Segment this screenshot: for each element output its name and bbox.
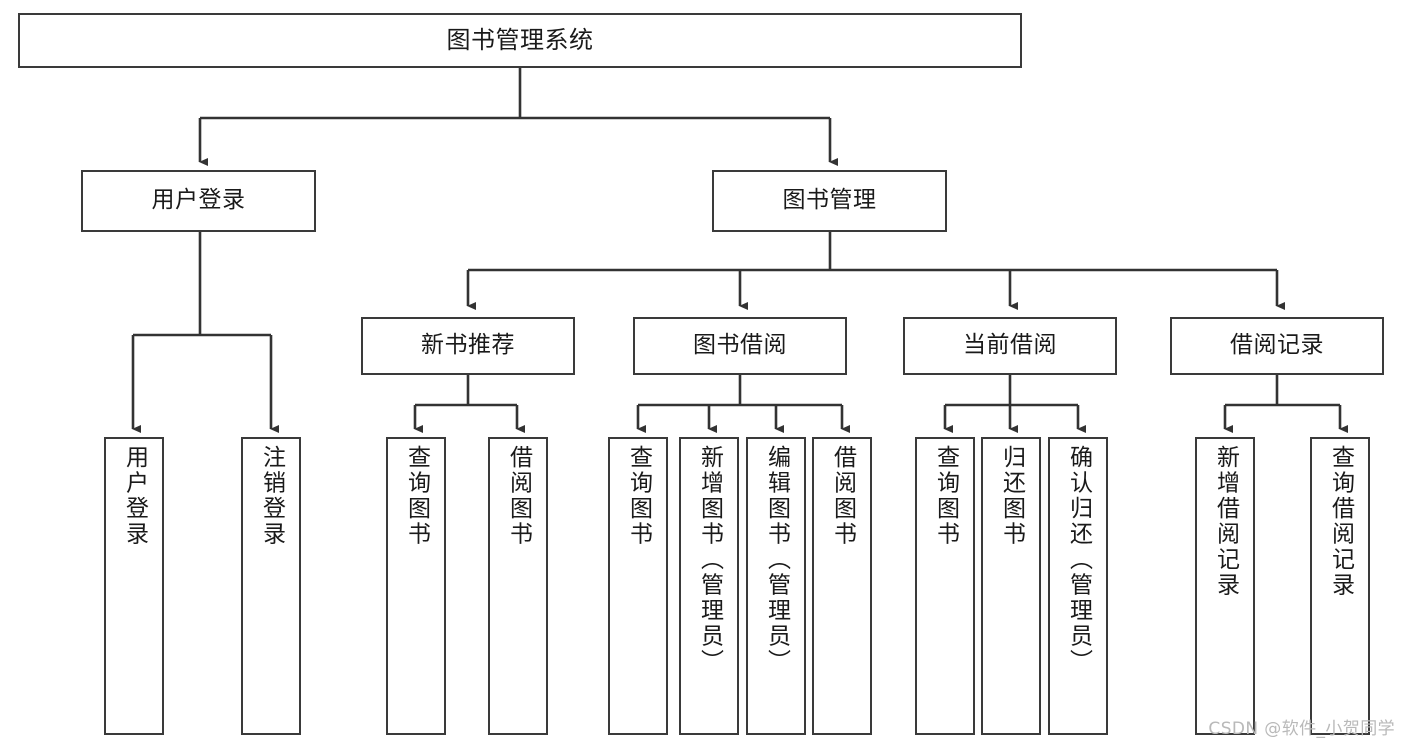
node-label: 用户登录 (121, 445, 148, 547)
node-label: 查询图书 (625, 445, 652, 547)
node-label: 查询图书 (932, 445, 959, 547)
node-root-system[interactable]: 图书管理系统 (18, 13, 1022, 68)
node-label: 用户登录 (151, 187, 246, 214)
node-label: 图书借阅 (693, 332, 787, 359)
leaf-borrow-books-recommend[interactable]: 借阅图书 (488, 437, 548, 735)
leaf-add-borrow-record[interactable]: 新增借阅记录 (1195, 437, 1255, 735)
node-label: 当前借阅 (963, 332, 1057, 359)
csdn-watermark: CSDN @软件_小贺同学 (1208, 719, 1395, 739)
node-label: 确认归还（管理员） (1065, 445, 1092, 675)
node-label: 注销登录 (258, 445, 285, 547)
node-label: 新书推荐 (421, 332, 515, 359)
node-current-borrow[interactable]: 当前借阅 (903, 317, 1117, 375)
node-label: 新增图书（管理员） (696, 445, 723, 675)
node-borrow-records[interactable]: 借阅记录 (1170, 317, 1384, 375)
leaf-confirm-return-admin[interactable]: 确认归还（管理员） (1048, 437, 1108, 735)
leaf-edit-book-admin[interactable]: 编辑图书（管理员） (746, 437, 806, 735)
node-label: 编辑图书（管理员） (763, 445, 790, 675)
leaf-return-books[interactable]: 归还图书 (981, 437, 1041, 735)
node-label: 归还图书 (998, 445, 1025, 547)
node-label: 新增借阅记录 (1212, 445, 1239, 598)
node-label: 借阅图书 (505, 445, 532, 547)
node-label: 图书管理 (782, 187, 877, 214)
node-book-borrow[interactable]: 图书借阅 (633, 317, 847, 375)
leaf-user-login[interactable]: 用户登录 (104, 437, 164, 735)
leaf-logout[interactable]: 注销登录 (241, 437, 301, 735)
node-label: 查询借阅记录 (1327, 445, 1354, 598)
leaf-query-books-recommend[interactable]: 查询图书 (386, 437, 446, 735)
leaf-borrow-books[interactable]: 借阅图书 (812, 437, 872, 735)
node-book-management[interactable]: 图书管理 (712, 170, 947, 232)
node-label: 借阅记录 (1230, 332, 1324, 359)
leaf-query-books-borrow[interactable]: 查询图书 (608, 437, 668, 735)
leaf-query-books-current[interactable]: 查询图书 (915, 437, 975, 735)
node-label: 查询图书 (403, 445, 430, 547)
node-label: 借阅图书 (829, 445, 856, 547)
node-new-book-recommend[interactable]: 新书推荐 (361, 317, 575, 375)
node-user-login[interactable]: 用户登录 (81, 170, 316, 232)
node-label: 图书管理系统 (446, 26, 594, 55)
leaf-add-book-admin[interactable]: 新增图书（管理员） (679, 437, 739, 735)
leaf-query-borrow-record[interactable]: 查询借阅记录 (1310, 437, 1370, 735)
